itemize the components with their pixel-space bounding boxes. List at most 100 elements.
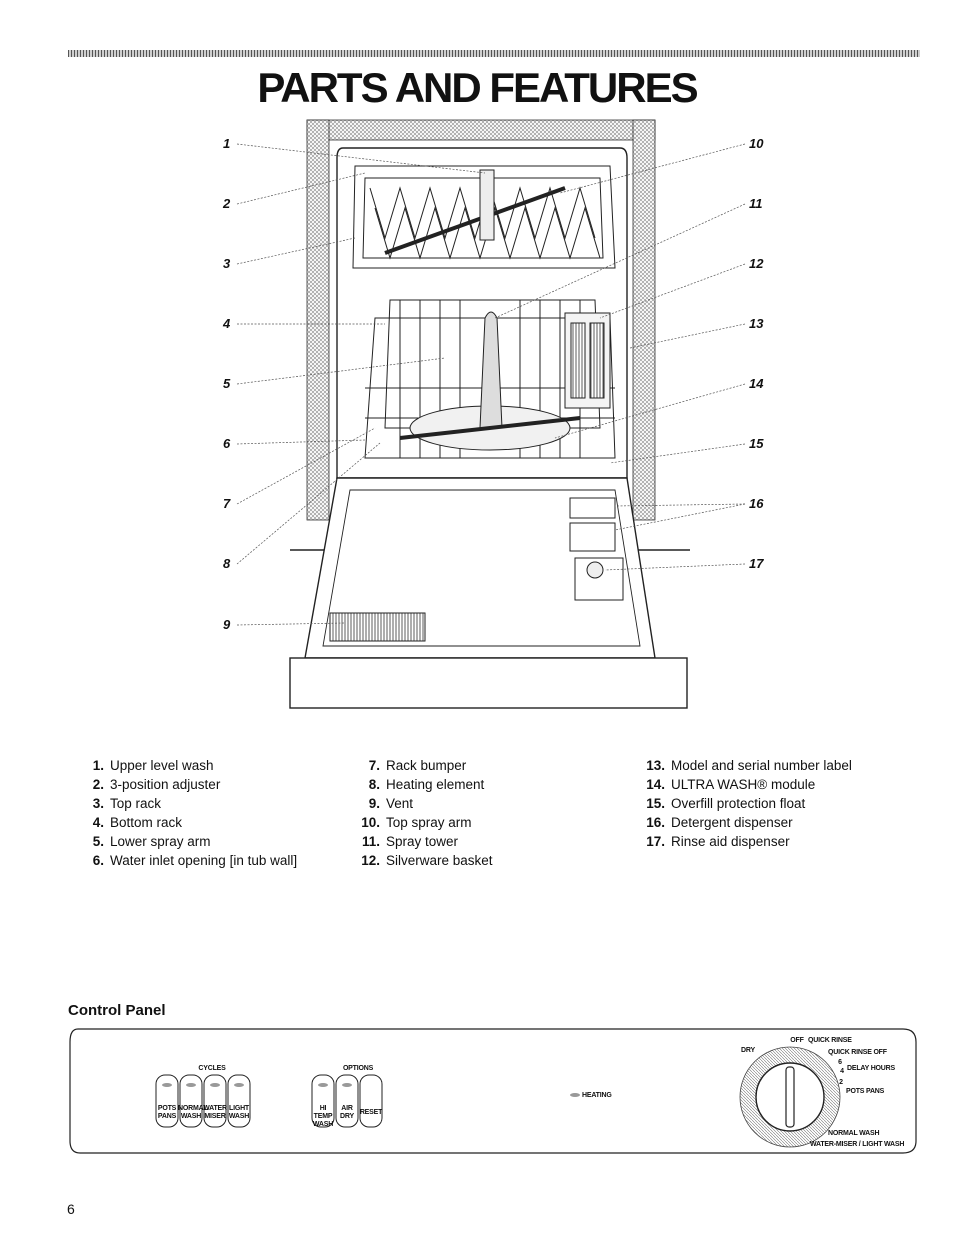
- list-item: 1.Upper level wash: [80, 756, 297, 775]
- item-label: Silverware basket: [386, 853, 493, 868]
- item-number: 7.: [368, 758, 380, 773]
- dial-delay-hours-label: DELAY HOURS: [847, 1065, 895, 1072]
- list-item: 16. Detergent dispenser: [641, 813, 852, 832]
- item-number: 16.: [646, 815, 665, 830]
- item-label: Top rack: [110, 796, 162, 811]
- list-item: 10. Top spray arm: [356, 813, 493, 832]
- callout-6: 6: [223, 436, 231, 451]
- parts-list-column-2: 7.Rack bumper 8.Heating element 9.Vent 1…: [356, 756, 493, 870]
- button-label: MISER: [204, 1113, 226, 1120]
- list-item: 13.Model and serial number label: [641, 756, 852, 775]
- item-number: 12.: [361, 853, 380, 868]
- item-label: Spray tower: [386, 834, 459, 849]
- dial-quick-rinse-label: QUICK RINSE: [808, 1037, 852, 1044]
- list-item: 12. Silverware basket: [356, 851, 493, 870]
- item-label: Bottom rack: [110, 815, 183, 830]
- callout-15: 15: [749, 436, 764, 451]
- callout-13: 13: [749, 316, 764, 331]
- item-label: Heating element: [386, 777, 485, 792]
- list-item: 15.Overfill protection float: [641, 794, 852, 813]
- item-label: Top spray arm: [386, 815, 472, 830]
- item-number: 1.: [92, 758, 104, 773]
- button-label: WASH: [228, 1113, 250, 1120]
- callout-12: 12: [749, 256, 764, 271]
- button-label: DRY: [340, 1113, 354, 1120]
- dial-delay-2-label: 2: [839, 1079, 843, 1086]
- list-item: 11.Spray tower: [356, 832, 493, 851]
- callout-8: 8: [223, 556, 231, 571]
- list-item: 6. Water inlet opening [in tub wall]: [80, 851, 297, 870]
- item-label: Water inlet opening [in tub wall]: [110, 853, 298, 868]
- item-number: 3.: [92, 796, 104, 811]
- page-title: PARTS AND FEATURES: [257, 64, 698, 111]
- dial-delay-4-label: 4: [840, 1068, 844, 1075]
- button-label: WASH: [312, 1121, 334, 1128]
- control-panel-heading: Control Panel: [68, 1002, 166, 1019]
- item-label: Vent: [386, 796, 414, 811]
- parts-list-column-3: 13.Model and serial number label 14. ULTR…: [641, 756, 852, 851]
- button-label: RESET: [359, 1109, 383, 1116]
- list-item: 5. Lower spray arm: [80, 832, 297, 851]
- callout-2: 2: [223, 196, 231, 211]
- item-label: 3-position adjuster: [110, 777, 221, 792]
- button-label: AIR: [341, 1105, 353, 1112]
- list-item: 17. Rinse aid dispenser: [641, 832, 852, 851]
- list-item: 4. Bottom rack: [80, 813, 297, 832]
- dishwasher-diagram: 1 2 3 4 5 6 7 8 9 10 11 12 13 14 15 16 1…: [215, 118, 790, 713]
- callout-3: 3: [223, 256, 231, 271]
- top-rule: [68, 50, 920, 57]
- item-number: 10.: [361, 815, 380, 830]
- cycle-selector-dial[interactable]: [718, 1027, 862, 1155]
- callout-11: 11: [749, 196, 763, 211]
- item-number: 8.: [368, 777, 380, 792]
- item-number: 14.: [646, 777, 665, 792]
- list-item: 14. ULTRA WASH® module: [641, 775, 852, 794]
- cycles-label: CYCLES: [198, 1065, 226, 1072]
- heating-indicator-label: HEATING: [582, 1092, 612, 1099]
- callout-17: 17: [749, 556, 764, 571]
- dial-delay-6-label: 6: [838, 1059, 842, 1066]
- dial-quick-rinse-off-label: QUICK RINSE OFF: [828, 1049, 887, 1056]
- item-number: 2.: [92, 777, 104, 792]
- item-label: Overfill protection float: [671, 796, 806, 811]
- dishwasher-illustration: [236, 119, 746, 709]
- item-number: 5.: [92, 834, 104, 849]
- reset-button[interactable]: RESET: [358, 1109, 384, 1117]
- list-item: 2. 3-position adjuster: [80, 775, 297, 794]
- item-label: Lower spray arm: [110, 834, 211, 849]
- callout-16: 16: [749, 496, 764, 511]
- item-number: 17.: [646, 834, 665, 849]
- button-label: LIGHT: [229, 1105, 249, 1112]
- item-number: 6.: [92, 853, 104, 868]
- button-label: WASH: [180, 1113, 202, 1120]
- item-label: ULTRA WASH® module: [671, 777, 816, 792]
- callout-7: 7: [223, 496, 231, 511]
- button-label: HI TEMP: [313, 1105, 333, 1120]
- list-item: 9.Vent: [356, 794, 493, 813]
- button-label: POTS: [157, 1105, 177, 1112]
- page-number: 6: [67, 1201, 75, 1217]
- item-number: 4.: [92, 815, 104, 830]
- dial-pots-pans-label: POTS PANS: [846, 1088, 885, 1095]
- options-label: OPTIONS: [342, 1065, 374, 1072]
- callout-5: 5: [223, 376, 231, 391]
- callout-10: 10: [749, 136, 764, 151]
- callout-4: 4: [223, 316, 231, 331]
- list-item: 8. Heating element: [356, 775, 493, 794]
- dial-off-label: OFF: [790, 1037, 804, 1044]
- item-label: Model and serial number label: [671, 758, 852, 773]
- item-label: Rinse aid dispenser: [671, 834, 790, 849]
- dial-water-miser-light-wash-label: WATER-MISER / LIGHT WASH: [810, 1141, 905, 1148]
- button-label: NORMAL: [178, 1105, 208, 1112]
- callout-14: 14: [749, 376, 764, 391]
- dial-normal-wash-label: NORMAL WASH: [828, 1130, 880, 1137]
- callout-1: 1: [223, 136, 231, 151]
- item-label: Detergent dispenser: [671, 815, 793, 830]
